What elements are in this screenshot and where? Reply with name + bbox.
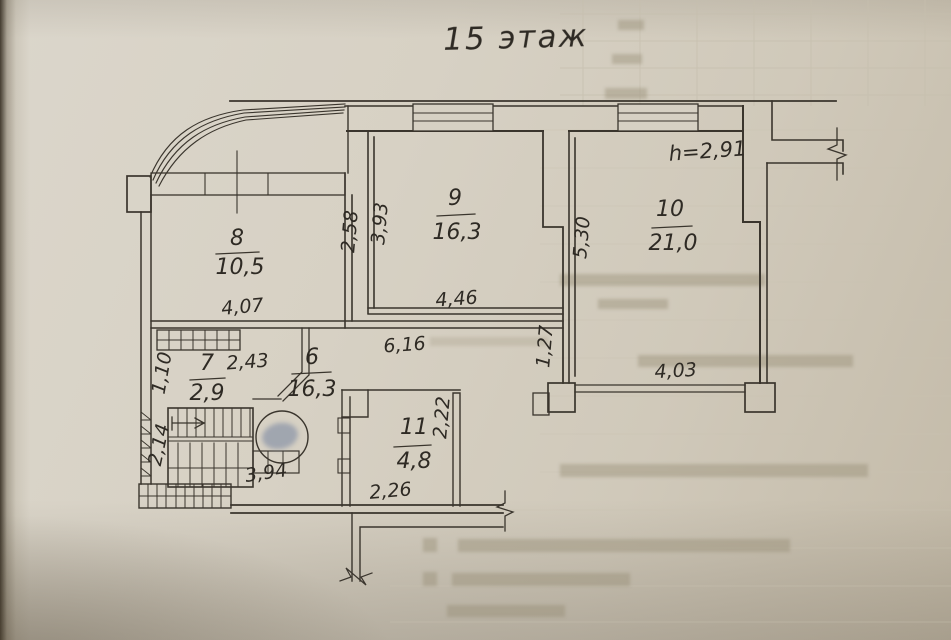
dim-2-22: 2,22	[429, 395, 455, 439]
left-outer-wall	[140, 194, 152, 485]
room-6-number: 6	[305, 345, 319, 370]
wall-block	[532, 392, 550, 416]
dim-4-07: 4,07	[220, 294, 264, 320]
room-8-underline	[215, 251, 260, 255]
dim-4-03: 4,03	[654, 359, 697, 383]
room-8-number: 8	[230, 226, 244, 251]
dim-2-14: 2,14	[144, 422, 174, 468]
dim-1-27: 1,27	[532, 324, 558, 368]
room-9-area: 16,3	[433, 220, 482, 245]
break-mark-bottom	[339, 567, 373, 586]
room-8-area: 10,5	[216, 255, 265, 280]
room-9-underline	[436, 213, 476, 217]
dim-6-16: 6,16	[383, 333, 427, 358]
floor-plan-walls	[126, 100, 848, 586]
bleed-through-ghost-text	[423, 20, 868, 617]
room11-walls	[337, 389, 461, 507]
room-10-number: 10	[656, 197, 684, 222]
ceiling-height-note: h=2,91	[668, 136, 747, 165]
dim-2-58: 2,58	[337, 209, 363, 253]
dim-3-93: 3,93	[367, 201, 393, 245]
stair-wall-hatch	[140, 411, 152, 477]
staircase	[140, 407, 300, 488]
break-mark-right	[826, 127, 848, 181]
bleed-through-table-grid	[560, 0, 951, 106]
chamfer-wall	[252, 327, 310, 402]
dim-4-46: 4,46	[435, 287, 479, 312]
room-11-underline	[393, 444, 432, 448]
dim-5-30: 5,30	[569, 215, 595, 259]
room-7-underline	[189, 377, 226, 381]
balcony-curve	[149, 103, 346, 187]
room10-window	[617, 103, 699, 132]
room-6-area: 16,3	[288, 377, 337, 402]
room-10-area: 21,0	[649, 231, 698, 256]
page-title: 15 этаж	[443, 18, 589, 58]
room9-window	[412, 103, 494, 132]
room-10-underline	[651, 225, 693, 229]
room-7-area: 2,9	[190, 381, 225, 406]
room-9-number: 9	[448, 186, 462, 211]
dim-3-94: 3,94	[244, 459, 289, 487]
stair-direction-arrow	[171, 416, 205, 431]
room-7-number: 7	[200, 351, 214, 376]
room-11-area: 4,8	[397, 449, 432, 474]
break-mark-bottom-right	[495, 490, 515, 532]
room-11-number: 11	[400, 415, 428, 440]
dim-2-43: 2,43	[226, 350, 270, 375]
dim-1-10: 1,10	[148, 350, 177, 395]
shaft-wall	[542, 130, 564, 384]
room7-window-grill	[156, 329, 241, 351]
bottom-grill	[138, 483, 232, 509]
room-6-underline	[291, 371, 332, 375]
ink-stamp	[262, 422, 298, 450]
dim-2-26: 2,26	[368, 478, 412, 504]
elevator-shaft	[255, 410, 309, 464]
pillar-right	[744, 382, 776, 413]
room8-window	[150, 150, 346, 214]
cutoff-walls-top-right	[766, 100, 844, 384]
corner-pillar	[126, 175, 152, 213]
pillar-left	[547, 382, 576, 413]
